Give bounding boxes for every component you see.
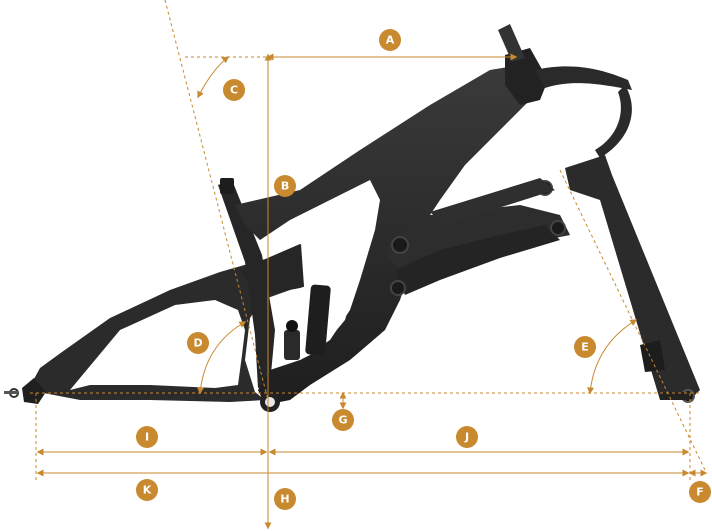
linkage-arm	[385, 205, 570, 270]
svg-text:G: G	[338, 414, 347, 427]
svg-text:C: C	[230, 84, 238, 97]
marker-d: D	[187, 332, 209, 354]
svg-text:I: I	[145, 431, 149, 444]
svg-text:F: F	[696, 486, 704, 499]
marker-i: I	[136, 426, 158, 448]
marker-e: E	[574, 336, 596, 358]
angle-arc-d	[197, 321, 247, 395]
seat-tube	[218, 180, 275, 388]
steering-arc	[595, 85, 632, 158]
marker-b: B	[274, 175, 296, 197]
marker-k: K	[136, 479, 158, 501]
svg-text:K: K	[143, 484, 152, 497]
marker-f: F	[689, 481, 711, 503]
svg-text:D: D	[193, 337, 202, 350]
seat-angle-line	[164, 0, 269, 401]
svg-text:H: H	[280, 493, 289, 506]
head-angle-line	[559, 169, 706, 471]
main-frame	[235, 65, 540, 405]
marker-badges: A B C D E F G H	[136, 29, 711, 510]
svg-text:E: E	[581, 341, 589, 354]
angle-arc-c	[197, 56, 230, 99]
front-fork	[565, 155, 700, 400]
steering-link	[535, 66, 632, 90]
marker-a: A	[379, 29, 401, 51]
marker-h: H	[274, 488, 296, 510]
steerer	[498, 24, 525, 62]
head-tube	[505, 48, 548, 105]
angle-arc-e	[587, 319, 638, 395]
dimension-lines	[30, 0, 708, 530]
svg-text:A: A	[386, 34, 395, 47]
linkage-arm-2	[395, 225, 560, 295]
marker-j: J	[456, 426, 478, 448]
svg-text:B: B	[281, 180, 289, 193]
rear-shock	[284, 284, 331, 360]
marker-g: G	[332, 409, 354, 431]
rear-dropout	[22, 378, 46, 404]
bike-frame	[4, 24, 700, 412]
marker-c: C	[223, 79, 245, 101]
svg-text:J: J	[464, 431, 469, 444]
rear-triangle	[28, 250, 322, 402]
